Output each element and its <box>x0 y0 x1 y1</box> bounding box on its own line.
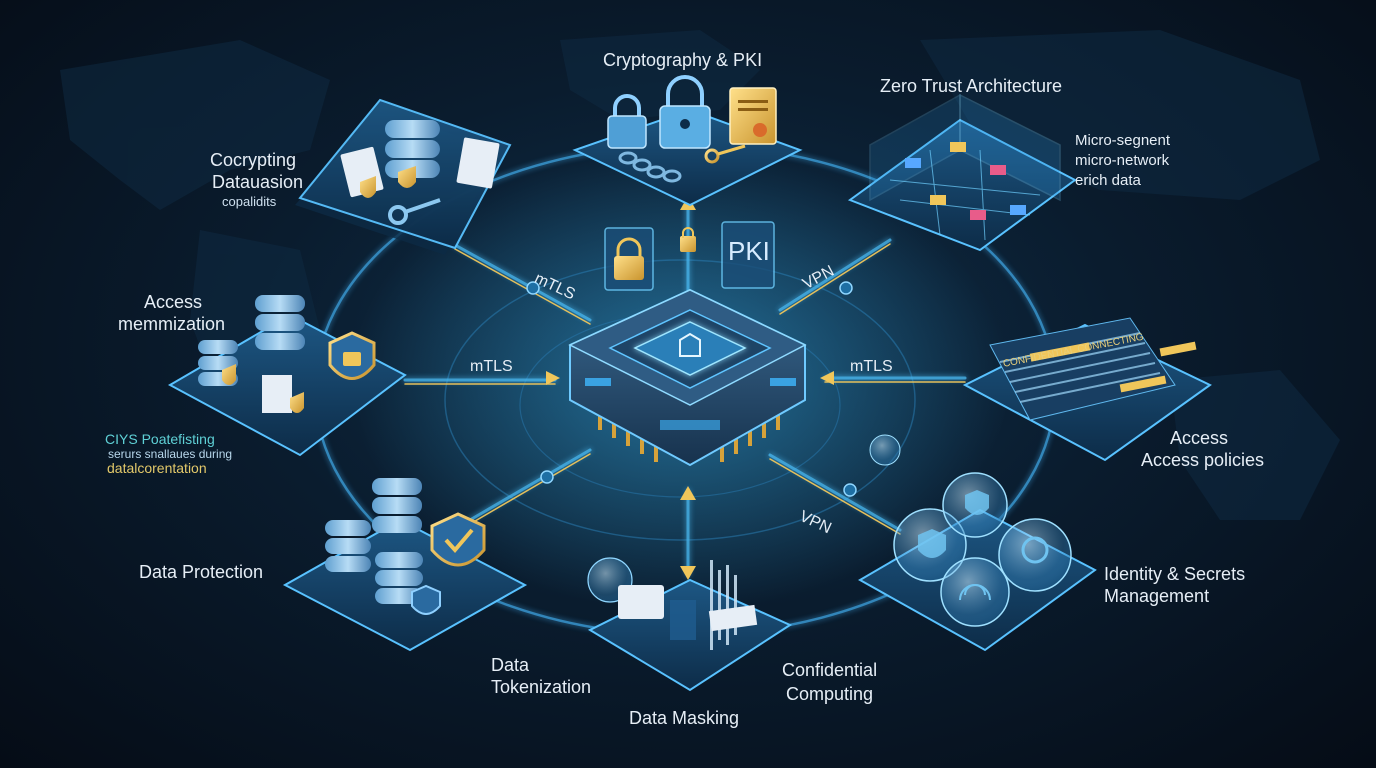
arrow-right-in <box>820 371 834 385</box>
world-map-background <box>60 30 1340 520</box>
conn-label-left: mTLS <box>470 358 513 375</box>
label-access-min-line2: memmization <box>118 314 226 334</box>
label-garbled-line1: CIYS Poatefisting <box>105 431 215 447</box>
label-encrypting-line3: copalidits <box>222 194 277 209</box>
label-pki-badge: PKI <box>728 236 770 266</box>
label-identity-line1: Identity & Secrets <box>1104 564 1246 584</box>
central-chip <box>568 221 807 467</box>
arrow-left-in <box>546 371 560 385</box>
label-zero-trust-line3: erich data <box>1075 172 1141 189</box>
label-zero-trust: Zero Trust Architecture <box>880 76 1063 96</box>
label-garbled-line2: serurs snallaues during <box>108 447 233 461</box>
platform-data-masking <box>587 557 793 692</box>
label-access-policies-line2: Access policies <box>1141 450 1265 470</box>
platform-identity <box>857 434 1097 652</box>
label-confidential-line1: Confidential <box>782 660 878 680</box>
label-confidential-line2: Computing <box>786 684 874 704</box>
label-data-masking: Data Masking <box>629 708 740 728</box>
platform-encrypting <box>295 98 512 255</box>
platform-crypto-pki <box>572 75 803 207</box>
connector-beams <box>403 196 967 580</box>
platform-zero-trust <box>847 93 1077 252</box>
conn-label-right: mTLS <box>850 358 893 375</box>
label-garbled-line3: datalcorentation <box>107 460 207 476</box>
platform-access-policies <box>962 317 1212 462</box>
label-access-policies-line1: Access <box>1170 428 1229 448</box>
inner-ring <box>444 259 916 541</box>
label-access-min-line1: Access <box>144 292 203 312</box>
label-crypto-pki: Cryptography & PKI <box>603 50 763 70</box>
label-data-protection: Data Protection <box>139 562 264 582</box>
label-data-tokenization-line1: Data <box>491 655 530 675</box>
arrow-up-lower <box>680 486 696 500</box>
label-zero-trust-line2: micro-network <box>1075 152 1170 169</box>
arrow-down <box>680 566 696 580</box>
platform-data-protection <box>282 478 528 652</box>
label-encrypting-line1: Cocrypting <box>210 150 297 170</box>
platform-access-min <box>167 295 407 457</box>
label-data-tokenization-line2: Tokenization <box>491 677 592 697</box>
label-encrypting-line2: Datauasion <box>212 172 304 192</box>
label-zero-trust-line1: Micro-segnent <box>1075 132 1171 149</box>
label-identity-line2: Management <box>1104 586 1210 606</box>
